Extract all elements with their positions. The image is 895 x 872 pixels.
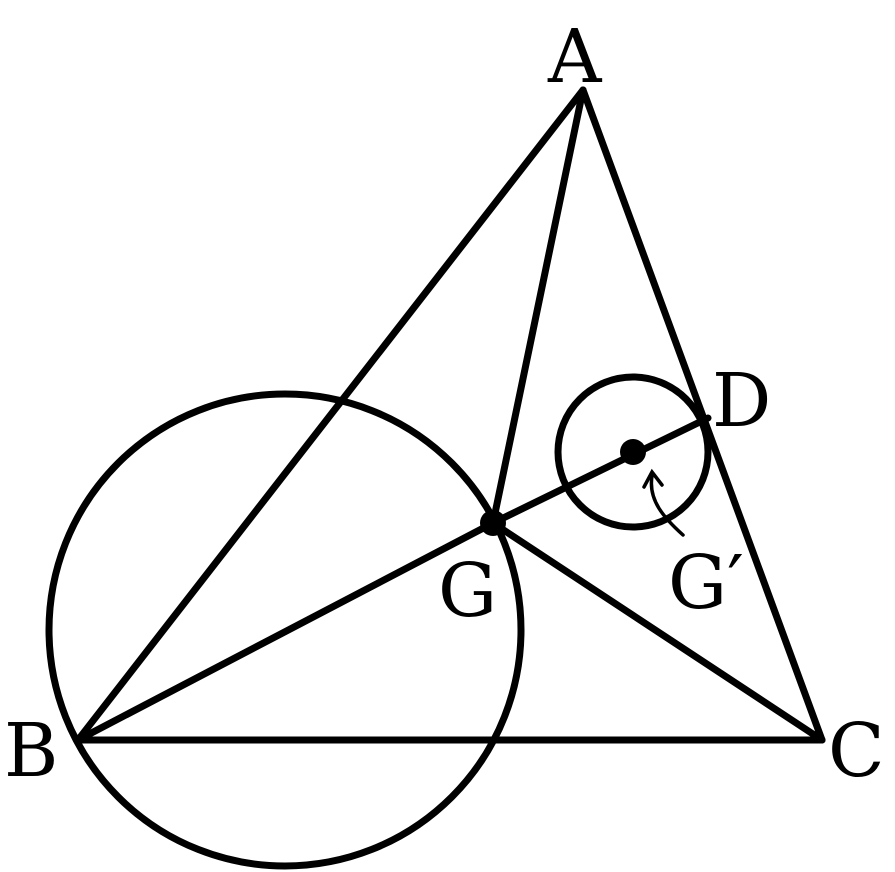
label-b: B: [4, 708, 58, 794]
label-d: D: [712, 358, 771, 444]
segment-ac: [579, 86, 826, 744]
large-circle: [45, 390, 525, 870]
g-prime-arrow: [649, 474, 685, 537]
g-prime-arrowhead: [642, 468, 664, 489]
point-g-prime-dot: [620, 439, 646, 465]
label-a: A: [547, 14, 603, 100]
segment-gd: [489, 414, 712, 527]
segment-ab: [74, 86, 587, 744]
point-g-dot: [480, 510, 506, 536]
small-circle: [554, 373, 712, 531]
segment-ag: [489, 86, 587, 527]
label-g: G: [438, 548, 497, 634]
label-c: C: [828, 708, 885, 794]
segment-bg: [74, 519, 497, 744]
label-g-prime: G′: [668, 540, 744, 626]
segment-gc: [489, 519, 826, 744]
